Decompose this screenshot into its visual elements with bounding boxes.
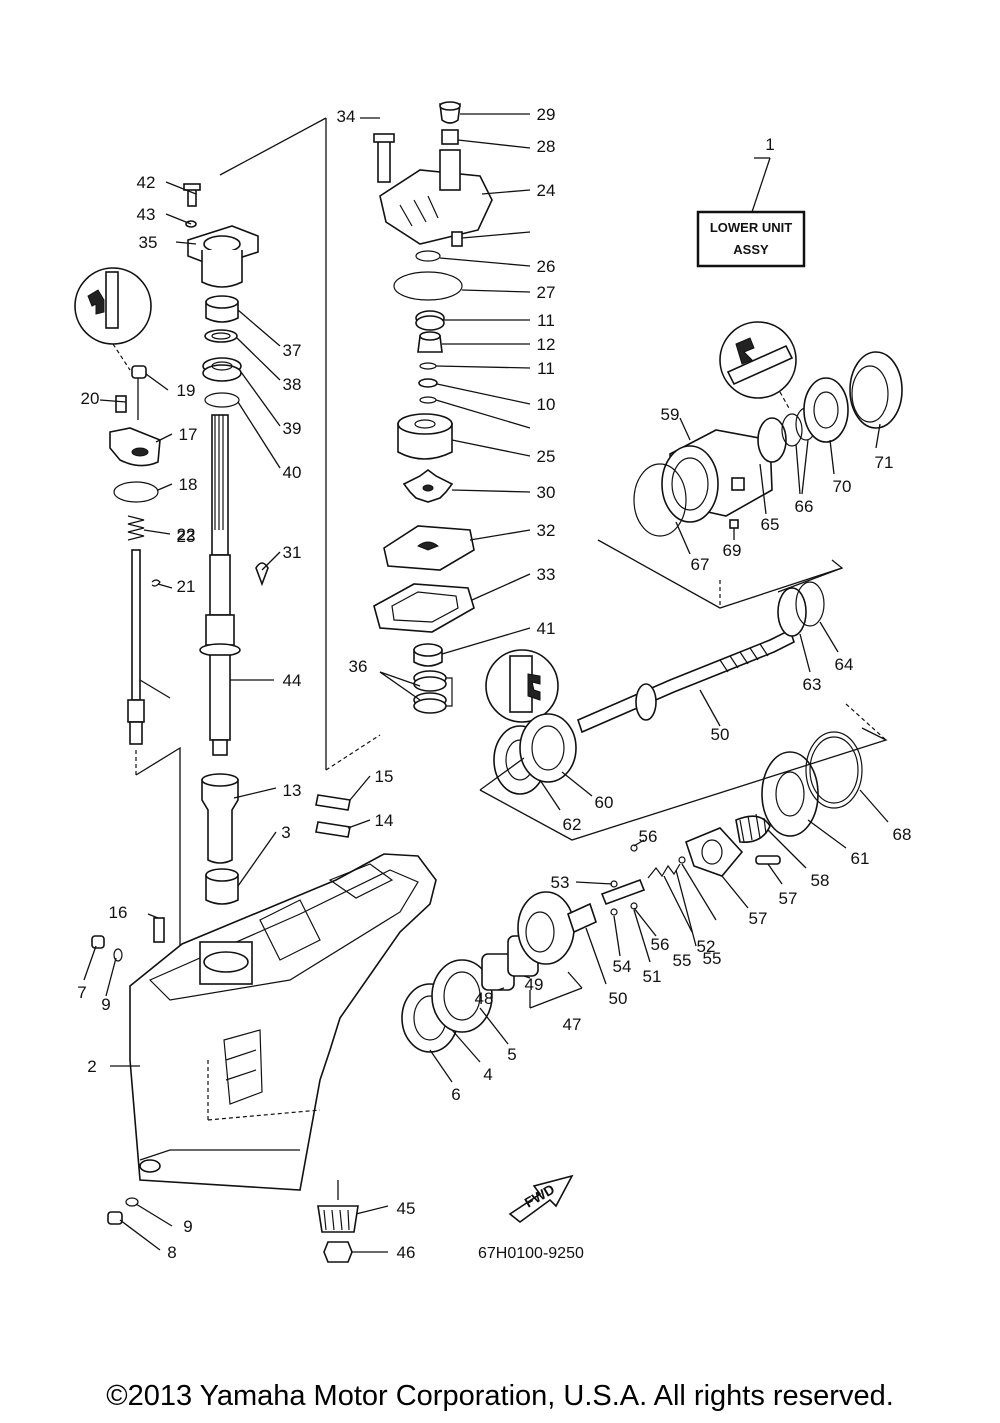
callout-70: 70	[833, 477, 852, 496]
callout-5: 5	[507, 1045, 516, 1064]
callout-20: 20	[81, 389, 100, 408]
callout-64: 64	[835, 655, 854, 674]
callout-50: 50	[711, 725, 730, 744]
callout-18: 18	[179, 475, 198, 494]
callout-68: 68	[893, 825, 912, 844]
callout-11: 11	[537, 311, 555, 330]
callout-9: 9	[183, 1217, 192, 1236]
callout-14: 14	[375, 811, 394, 830]
callout-56: 56	[651, 935, 670, 954]
callout-47: 47	[563, 1015, 582, 1034]
callout-44: 44	[283, 671, 302, 690]
callout-54: 54	[613, 957, 632, 976]
part-47-pinion	[317, 1205, 359, 1233]
callout-1: 1	[765, 135, 774, 154]
callout-71: 71	[875, 453, 894, 472]
callout-67: 67	[691, 555, 710, 574]
part-25-pump-housing	[379, 169, 493, 245]
callout-55: 55	[703, 949, 722, 968]
callout-40: 40	[283, 463, 302, 482]
callout-60: 60	[595, 793, 614, 812]
callout-37: 37	[283, 341, 302, 360]
callout-62: 62	[563, 815, 582, 834]
part-22-shift-rod	[131, 549, 141, 701]
callout-50: 50	[609, 989, 628, 1008]
callout-12: 12	[537, 335, 556, 354]
callout-55: 55	[673, 951, 692, 970]
callout-66: 66	[795, 497, 814, 516]
callout-9: 9	[101, 995, 110, 1014]
exploded-parts-diagram: 1234567899101111121314151617181920212223…	[0, 0, 911, 1263]
callout-21: 21	[177, 577, 196, 596]
callout-13: 13	[283, 781, 302, 800]
callout-28: 28	[537, 137, 556, 156]
callout-27: 27	[537, 283, 556, 302]
callout-43: 43	[137, 205, 156, 224]
callout-69: 69	[723, 541, 742, 560]
part-2-lower-case	[129, 853, 437, 1191]
callout-19: 19	[177, 381, 196, 400]
callout-33: 33	[537, 565, 556, 584]
callout-23: 23	[177, 527, 196, 546]
callout-36: 36	[349, 657, 368, 676]
callout-45: 45	[397, 1199, 416, 1218]
callout-72: 72	[0, 0, 9, 4]
part-14-sleeve	[201, 779, 239, 864]
callout-3: 3	[281, 823, 290, 842]
callout-58: 58	[811, 871, 830, 890]
callout-63: 63	[803, 675, 822, 694]
lower-unit-assy-box	[696, 210, 806, 268]
callout-65: 65	[761, 515, 780, 534]
callout-11: 11	[537, 359, 555, 378]
callout-53: 53	[551, 873, 570, 892]
callout-34: 34	[337, 107, 356, 126]
callout-leaders	[83, 113, 889, 1253]
callout-35: 35	[139, 233, 158, 252]
callout-26: 26	[537, 257, 556, 276]
callout-25: 25	[537, 447, 556, 466]
callout-4: 4	[483, 1065, 492, 1084]
copyright-notice: ©2013 Yamaha Motor Corporation, U.S.A. A…	[106, 1380, 894, 1412]
callout-57: 57	[779, 889, 798, 908]
callout-56: 56	[639, 827, 658, 846]
callout-32: 32	[537, 521, 556, 540]
part-73-ring-nut	[849, 351, 903, 429]
callout-42: 42	[137, 173, 156, 192]
callout-2: 2	[87, 1057, 96, 1076]
fwd-arrow-icon	[508, 1174, 574, 1224]
callout-31: 31	[283, 543, 302, 562]
part-59-dog-clutch	[685, 827, 744, 877]
callout-46: 46	[397, 1243, 416, 1262]
assembly-label-line2: ASSY	[733, 242, 769, 257]
callout-73: 73	[0, 0, 9, 4]
parts-drawing	[74, 101, 903, 1263]
callout-48: 48	[475, 989, 494, 1008]
callout-17: 17	[179, 425, 198, 444]
callout-51: 51	[643, 967, 662, 986]
callout-49: 49	[525, 975, 544, 994]
callout-10: 10	[537, 395, 556, 414]
callout-59: 59	[661, 405, 680, 424]
callout-7: 7	[77, 983, 86, 1002]
callout-29: 29	[537, 105, 556, 124]
callout-8: 8	[167, 1243, 176, 1262]
callout-38: 38	[283, 375, 302, 394]
callout-30: 30	[537, 483, 556, 502]
callout-6: 6	[451, 1085, 460, 1104]
callout-57: 57	[749, 909, 768, 928]
callout-15: 15	[375, 767, 394, 786]
callout-22: 22	[177, 525, 196, 544]
callout-39: 39	[283, 419, 302, 438]
diagram-code: 67H0100-9250	[478, 1245, 584, 1262]
callout-16: 16	[109, 903, 128, 922]
callout-52: 52	[697, 937, 716, 956]
callout-41: 41	[537, 619, 556, 638]
callout-24: 24	[537, 181, 556, 200]
assembly-label-line1: LOWER UNIT	[710, 220, 792, 235]
callout-61: 61	[851, 849, 870, 868]
part-51-propeller-shaft	[577, 628, 795, 734]
callout-labels: 1234567899101111121314151617181920212223…	[0, 0, 911, 1262]
